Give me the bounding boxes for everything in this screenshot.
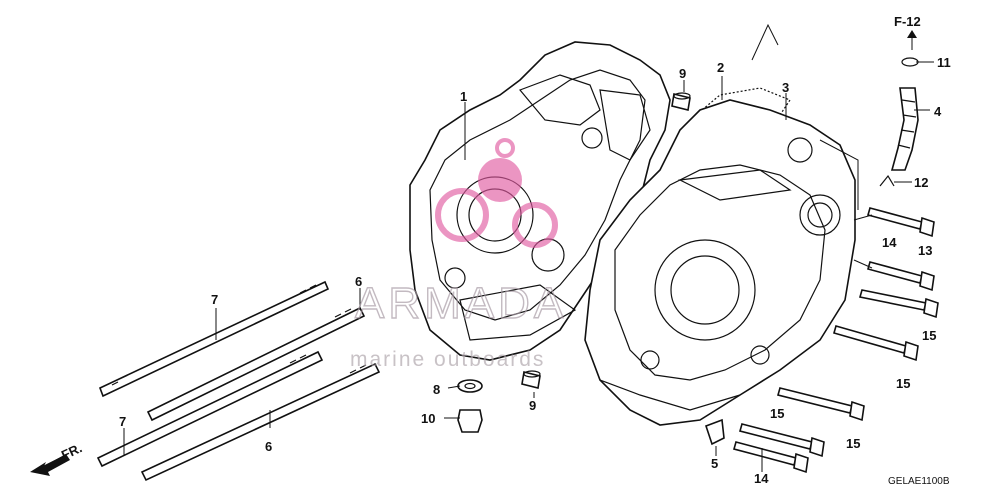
callout-11: 11 (937, 55, 951, 70)
callout-8: 8 (433, 382, 440, 397)
callout-15-a: 15 (922, 328, 936, 343)
callout-15-d: 15 (770, 406, 784, 421)
flange-bolt-15-b (833, 325, 919, 362)
drain-bolt (457, 409, 483, 433)
cable-clamp (704, 418, 725, 446)
callout-9-lower: 9 (529, 398, 536, 413)
callout-6-lower: 6 (265, 439, 272, 454)
leader-lines (123, 23, 934, 472)
callout-3: 3 (782, 80, 789, 95)
callout-4: 4 (934, 104, 942, 119)
watermark-brand: ARMADA (355, 279, 567, 328)
sealing-washer (457, 379, 483, 393)
tube-clip-upper (901, 57, 919, 67)
diagram-code: GELAE1100B (888, 476, 950, 487)
callout-15-c: 15 (846, 436, 860, 451)
front-direction-label: FR. (59, 440, 84, 462)
callout-14-lower: 14 (754, 471, 769, 486)
callout-2: 2 (717, 60, 724, 75)
callout-7-lower: 7 (119, 414, 126, 429)
dowel-pin-lower (521, 370, 541, 389)
callout-10: 10 (421, 411, 435, 426)
callout-1: 1 (460, 89, 467, 104)
tube-clip-lower (879, 174, 895, 187)
front-direction-arrow-icon (30, 454, 70, 476)
stud-bolt-6-upper (146, 306, 366, 422)
flange-bolt-15-d (739, 423, 825, 458)
callout-15-b: 15 (896, 376, 910, 391)
armada-watermark: ARMADA marine outboards (350, 138, 567, 371)
callout-labels: 1 2 3 4 5 6 6 7 7 8 9 9 10 11 12 13 14 1… (119, 14, 951, 486)
reference-label: F-12 (894, 14, 921, 29)
flange-bolt-14-lower (733, 441, 809, 474)
breather-tube (890, 87, 919, 171)
watermark-tagline: marine outboards (350, 348, 545, 371)
callout-12: 12 (914, 175, 928, 190)
callout-14-upper: 14 (882, 235, 897, 250)
callout-13: 13 (918, 243, 932, 258)
right-crankcase-half (584, 99, 856, 426)
reference-arrow-up (907, 30, 917, 50)
flange-bolt-15-c (777, 387, 865, 422)
flange-bolt-13 (867, 261, 935, 292)
flange-bolt-15-a (858, 289, 939, 319)
stud-bolt-7-upper (98, 280, 330, 398)
dowel-pin-upper (671, 92, 691, 111)
callout-6-upper: 6 (355, 274, 362, 289)
callout-7-upper: 7 (211, 292, 218, 307)
armada-logo-icon (435, 138, 558, 248)
flange-bolt-14-upper (867, 207, 935, 238)
stud-bolt-6-lower (140, 362, 381, 482)
callout-9-upper: 9 (679, 66, 686, 81)
stud-bolt-7-lower (96, 350, 324, 468)
callout-5: 5 (711, 456, 718, 471)
